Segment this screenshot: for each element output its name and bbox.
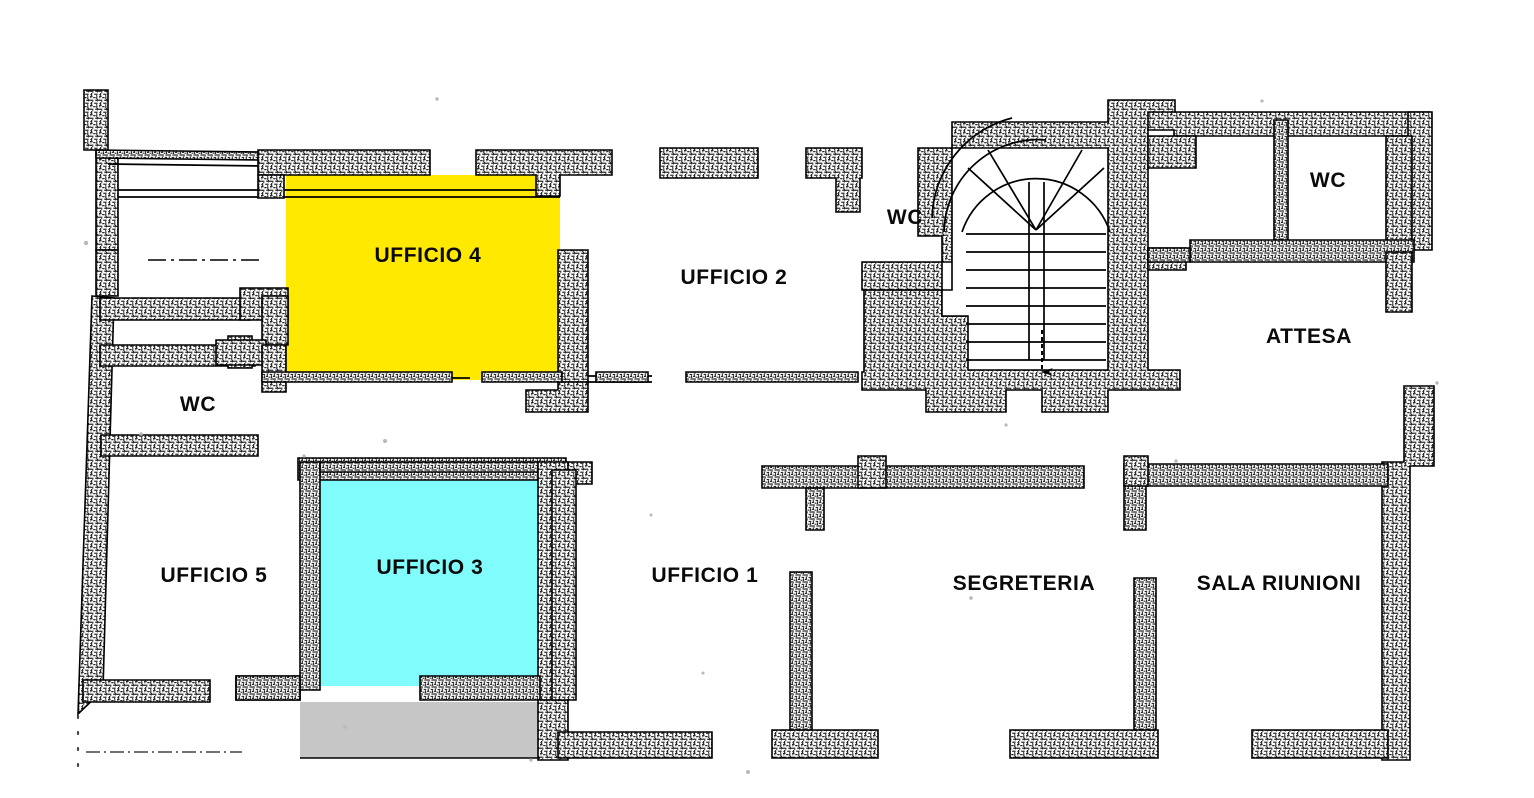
wall-exterior-left-mid [95,249,119,297]
fill-ufficio-4 [262,175,560,380]
room-label-wc-left: WC [179,393,217,416]
wall-right-top-band [1147,111,1431,137]
room-label-wc-top-right: WC [1309,169,1347,192]
room-label-attesa: ATTESA [1265,325,1353,348]
wall-stair-core-inner-void [941,147,1109,371]
room-label-ufficio-4: UFFICIO 4 [374,244,482,267]
room-label-ufficio-1: UFFICIO 1 [651,564,759,587]
wall-ufficio4-top-left [257,149,431,176]
wall-ufficio1-right-pier [789,571,813,737]
walls [77,89,1435,761]
wall-wc-tr-partition [1273,119,1289,253]
room-fills [262,175,560,758]
staircase [931,117,1111,376]
wall-ufficio4-right-low [525,381,589,413]
wall-ufficio3-bottom-stub [419,675,541,701]
wall-exterior-left-main [95,151,119,251]
wall-ufficio4-left-low [215,339,267,366]
wall-mid-band-center [761,465,1085,489]
wall-ufficio1-bottom [557,731,713,759]
wall-ufficio4-bottom-right [481,371,563,383]
stair-straight-treads [966,233,1106,361]
room-label-ufficio-2: UFFICIO 2 [680,266,788,289]
wall-segreteria-right-pier [1133,577,1157,737]
wall-ufficio3-top [319,461,541,473]
wall-balcony-stub-left [95,149,263,161]
wall-sala-foot [1251,729,1389,759]
wall-exterior-left-upper [83,89,109,151]
wall-attesa-right-nub [1385,251,1413,313]
wall-stair-left-pier [861,261,943,291]
room-label-wc-center: WC [886,206,924,229]
wall-ufficio4-bottom-left [261,371,453,383]
room-label-ufficio-3: UFFICIO 3 [376,556,484,579]
wall-left-horizontal-midband [100,434,259,457]
scan-speckles [83,97,1439,774]
wall-ufficio4-top-right [475,149,613,197]
stair-winder-treads [967,149,1105,231]
reference-lines [76,259,540,772]
wall-ufficio4-left-vert [261,344,287,393]
wall-segreteria-foot [1009,729,1159,759]
wall-mid-band-right-pier [1123,455,1149,487]
stair-stringer [1028,182,1045,360]
wall-wc-tr-right-return [1385,135,1413,251]
wall-wc-left-top [99,297,251,321]
wall-ufficio2-bottom-left-stub [595,371,649,383]
room-label-segreteria: SEGRETERIA [952,572,1096,595]
fill-terrace-gray [300,702,540,758]
room-label-ufficio-5: UFFICIO 5 [160,564,268,587]
wall-mid-band-center-drop [805,487,825,531]
wall-mid-band-right [1123,463,1389,531]
wall-ufficio4-right-vert [557,249,589,383]
stair-winder-arcs [931,117,1111,233]
wall-ufficio2-bottom [685,371,859,383]
wall-attesa-left-nub [1147,247,1191,263]
wall-ufficio5-bottom [82,679,211,703]
wall-right-top-left-pier [1147,135,1197,169]
wall-ufficio3-left [299,461,321,691]
wall-mid-band-center-pier [857,455,887,489]
wall-attesa-top [1189,239,1415,263]
wall-pier-center-1 [659,147,759,179]
fill-ufficio-3 [317,470,540,686]
wall-pier-center-2 [805,147,863,213]
wall-ufficio3-bottom-left-stub [235,675,301,701]
wall-ufficio4-top-notch [257,174,285,199]
room-label-sala-riunioni: SALA RIUNIONI [1196,572,1362,595]
wall-ufficio4-left-stub [261,295,289,346]
wall-ufficio1-right-foot [771,729,879,759]
wall-right-exterior-lower [1381,385,1435,761]
wall-ufficio1-left [551,469,577,701]
